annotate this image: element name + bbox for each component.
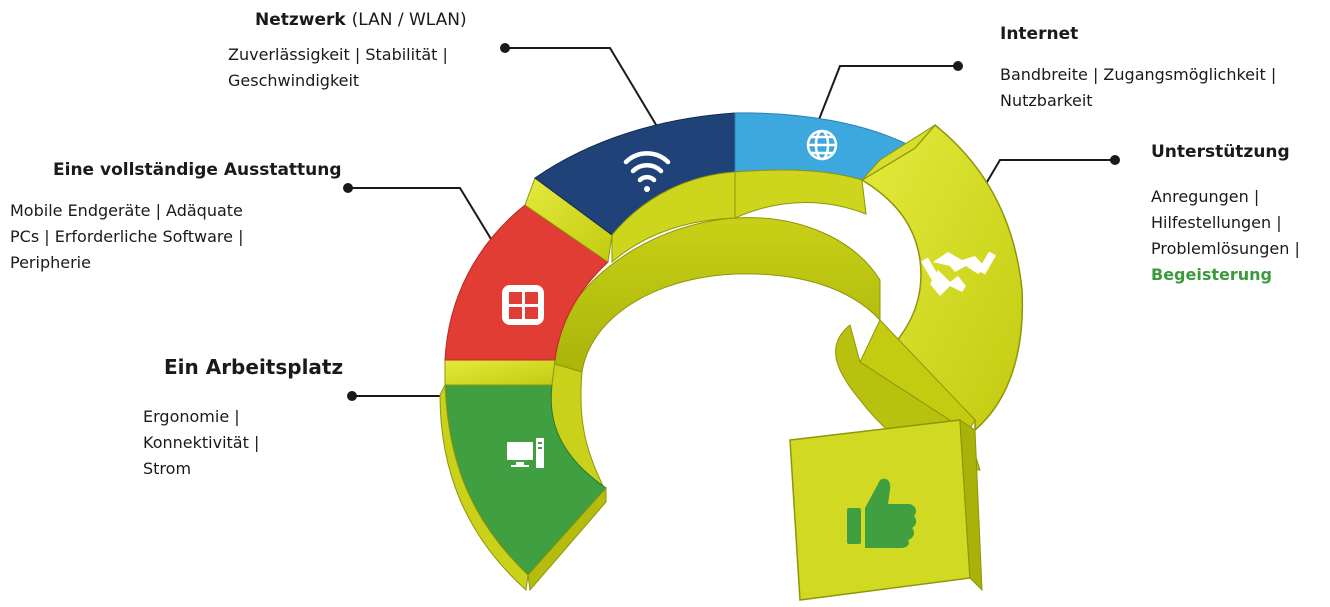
unterstuetzung-line-2: Hilfestellungen | [1151,213,1282,232]
connector-internet [817,65,958,123]
netzwerk-line-2: Geschwindigkeit [228,71,360,90]
ausstattung-title: Eine vollständige Ausstattung [53,160,342,180]
arbeitsplatz-description: Ergonomie | Konnektivität | Strom [143,404,259,482]
connector-netzwerk [505,47,659,129]
internet-title: Internet [1000,24,1079,44]
arbeitsplatz-line-1: Ergonomie | [143,407,240,426]
unterstuetzung-line-3: Problemlösungen | [1151,239,1300,258]
lime-band-left [444,359,556,386]
arbeitsplatz-line-3: Strom [143,459,192,478]
unterstuetzung-line-4: Begeisterung [1151,265,1272,284]
connector-dots [343,43,1120,401]
arbeitsplatz-line-2: Konnektivität | [143,433,260,452]
internet-line-2: Nutzbarkeit [1000,91,1093,110]
segment-arbeitsplatz [439,384,607,592]
dot-unterstuetzung [1110,155,1120,165]
globe-icon [806,129,838,161]
netzwerk-line-1: Zuverlässigkeit | Stabilität | [228,45,448,64]
handshake-icon [921,251,996,296]
ausstattung-description: Mobile Endgeräte | Adäquate PCs | Erford… [10,198,243,276]
unterstuetzung-line-1: Anregungen | [1151,187,1260,206]
unterstuetzung-description: Anregungen | Hilfestellungen | Problemlö… [1151,184,1300,288]
ausstattung-line-2: PCs | Erforderliche Software | [10,227,244,246]
segment-internet [734,112,917,219]
thumbs-up-icon [847,478,917,548]
windows-logo-icon [502,285,544,325]
ausstattung-line-3: Peripherie [10,253,91,272]
arbeitsplatz-title: Ein Arbeitsplatz [164,355,344,379]
dot-internet [953,61,963,71]
netzwerk-title-main: Netzwerk [255,10,346,30]
dot-ausstattung [343,183,353,193]
netzwerk-description: Zuverlässigkeit | Stabilität | Geschwind… [228,42,448,94]
netzwerk-title: Netzwerk (LAN / WLAN) [255,10,467,30]
wifi-icon [623,151,671,192]
internet-description: Bandbreite | Zugangsmöglichkeit | Nutzba… [1000,62,1276,114]
netzwerk-title-suffix: (LAN / WLAN) [351,10,467,30]
dot-netzwerk [500,43,510,53]
ausstattung-line-1: Mobile Endgeräte | Adäquate [10,201,243,220]
monitor-icon [507,438,544,468]
dot-arbeitsplatz [347,391,357,401]
connector-ausstattung [348,187,506,263]
unterstuetzung-title: Unterstützung [1151,142,1290,162]
internet-line-1: Bandbreite | Zugangsmöglichkeit | [1000,65,1277,84]
arch-inner-wall [547,217,881,373]
